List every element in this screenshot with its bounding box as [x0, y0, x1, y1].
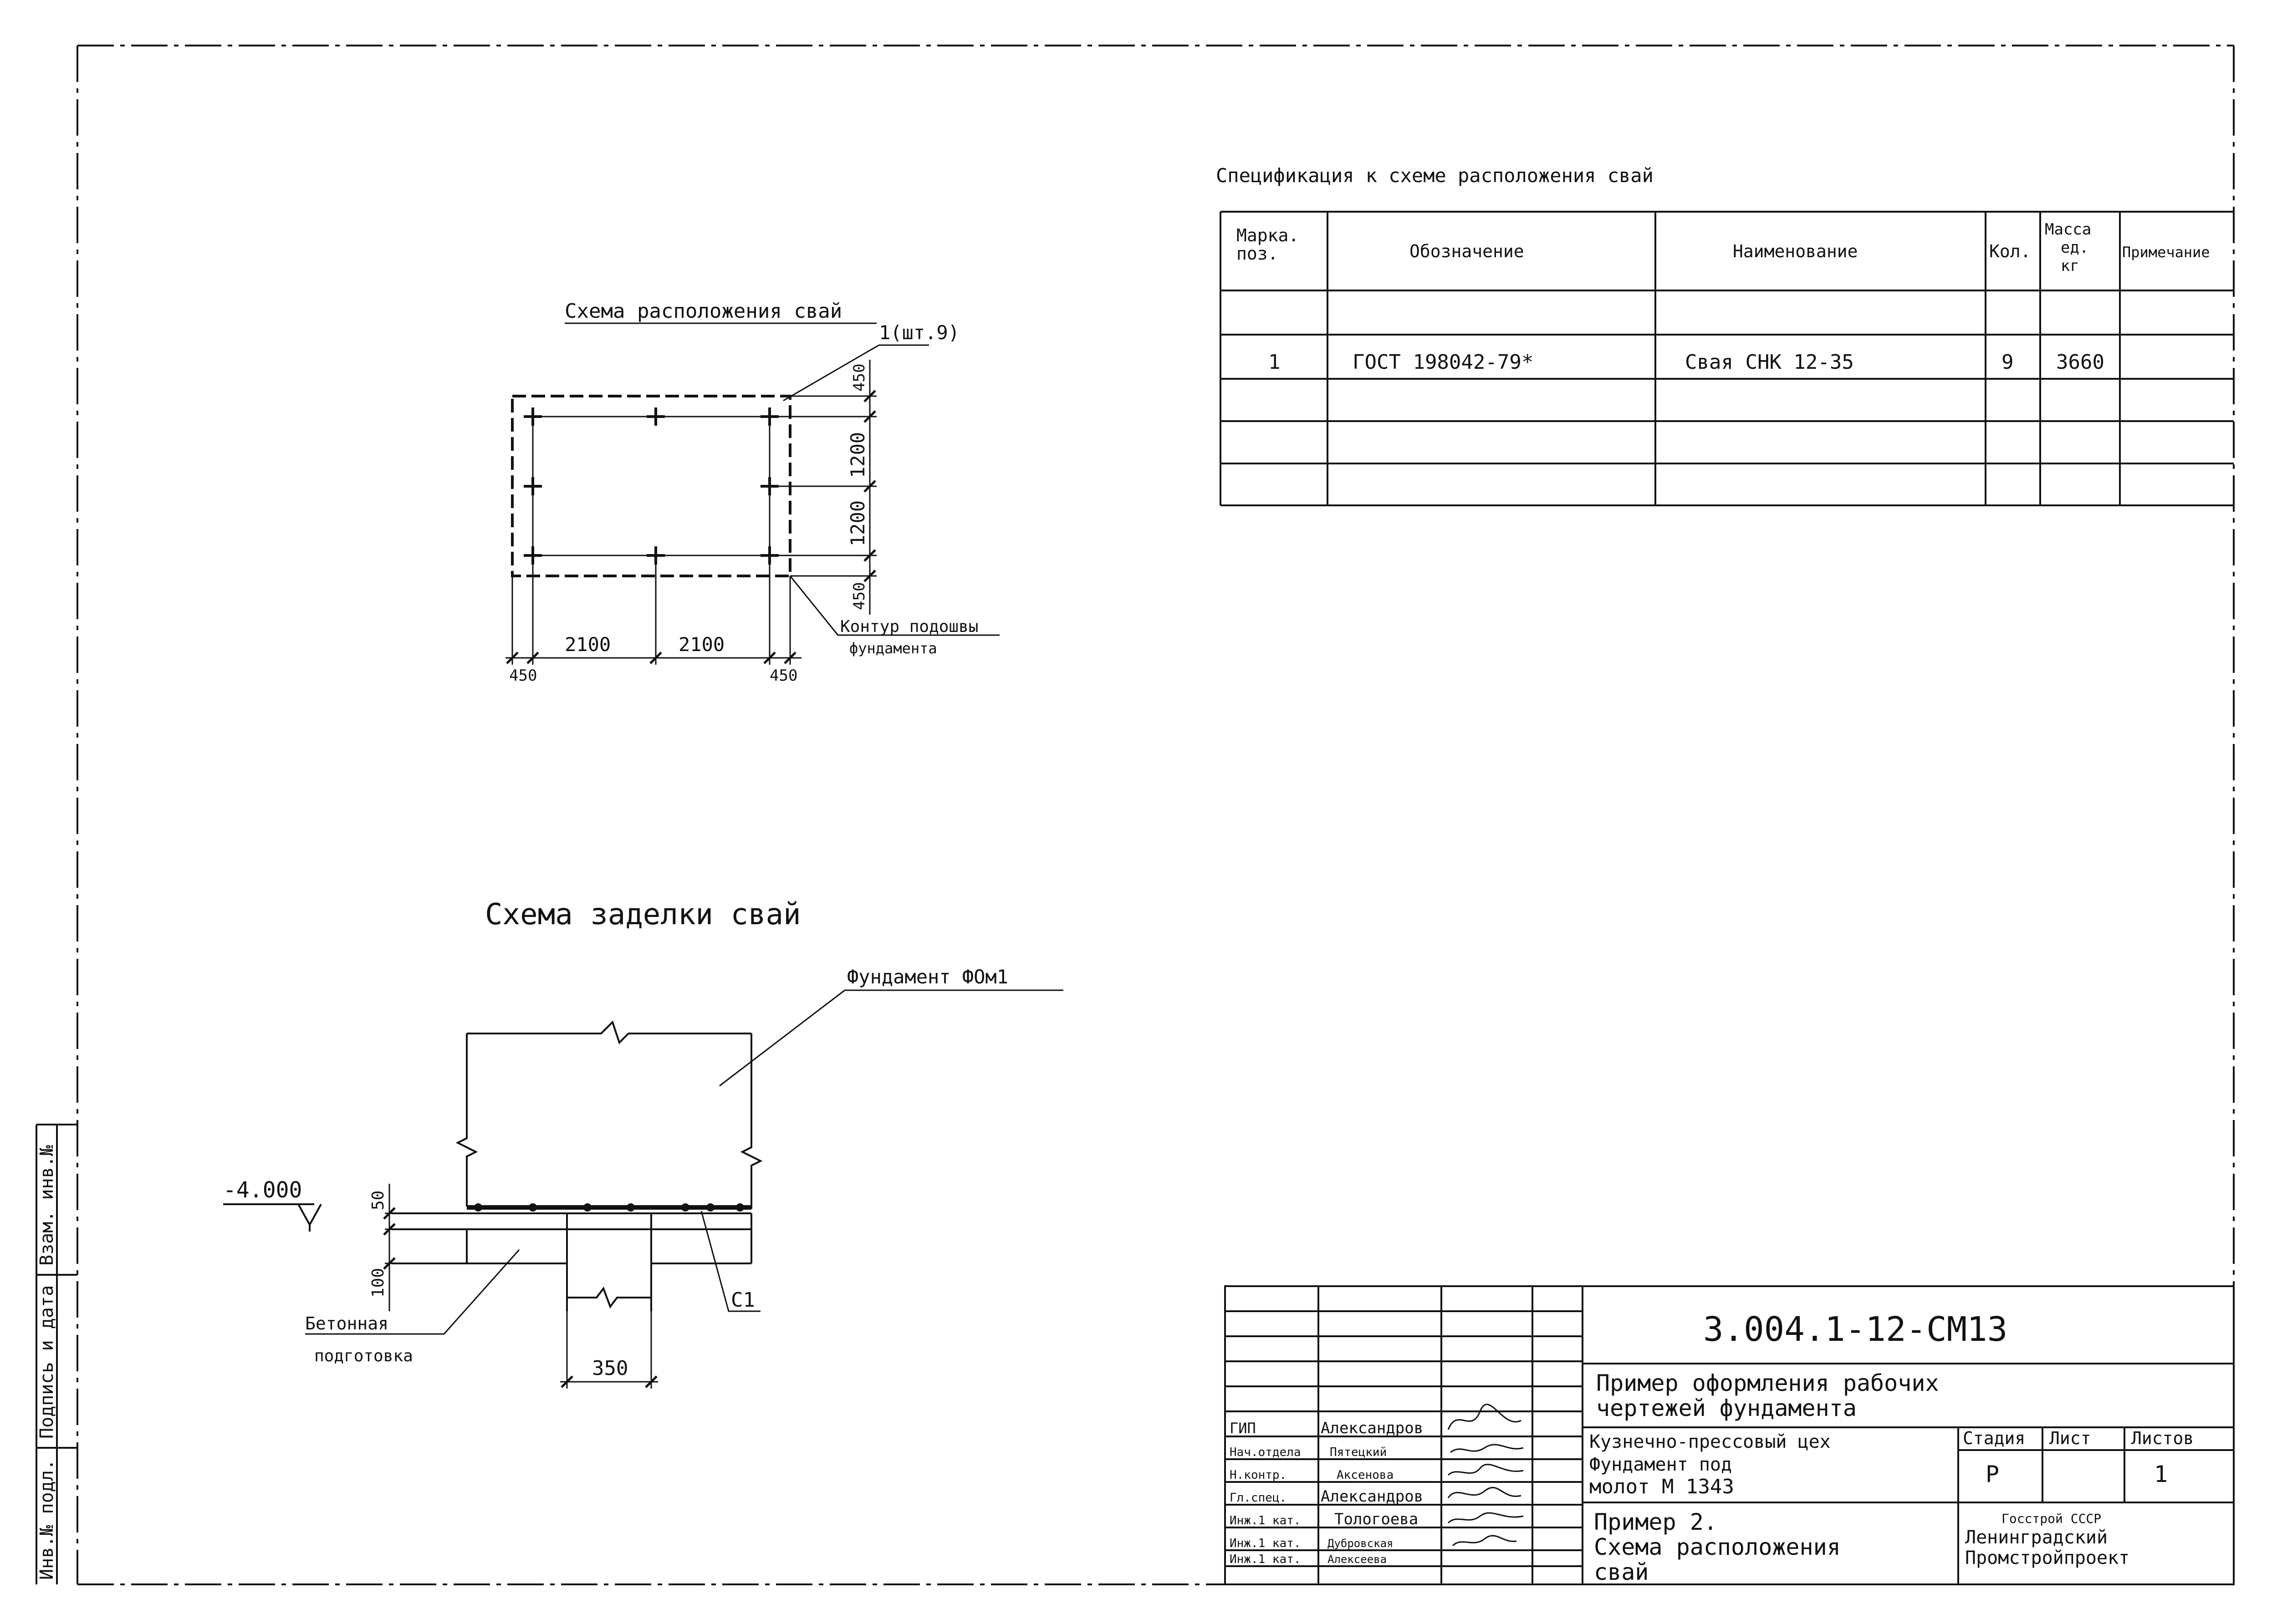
tb-stage-label: Стадия: [1963, 1428, 2025, 1448]
embed-title: Схема заделки свай: [485, 898, 801, 932]
tb-object-1: Кузнечно-прессовый цех: [1589, 1431, 1831, 1452]
tb-role-5: Инж.1 кат.: [1230, 1537, 1301, 1550]
dim-right-450-top: 450: [850, 364, 868, 392]
tb-people: ГИП Александров Нач.отдела Пятецкий Н.ко…: [1230, 1419, 1423, 1566]
tb-sheet-1: Пример 2.: [1594, 1509, 1717, 1535]
tb-name-3: Александров: [1321, 1487, 1423, 1506]
tb-org-3: Промстройпроект: [1965, 1548, 2129, 1568]
spec-title: Спецификация к схеме расположения свай: [1216, 164, 1654, 187]
spec-header-qty: Кол.: [1989, 241, 2031, 261]
tb-name-5: Дубровская: [1327, 1537, 1394, 1550]
tb-project-1: Пример оформления рабочих: [1596, 1370, 1939, 1396]
dim-50: 50: [369, 1191, 388, 1210]
tb-role-1: Нач.отдела: [1230, 1446, 1301, 1459]
tb-role-6: Инж.1 кат.: [1230, 1553, 1301, 1566]
side-stamp: Инв.№ подл. Подпись и дата Взам. инв.№: [36, 1124, 77, 1584]
tb-role-3: Гл.спец.: [1230, 1491, 1287, 1505]
spec-header-designation: Обозначение: [1409, 241, 1524, 261]
spec-row-1-mass: 3660: [2056, 351, 2104, 374]
spec-header-mark-1: Марка.: [1236, 225, 1299, 245]
concrete-label-2: подготовка: [314, 1347, 413, 1365]
foundation-label: Фундамент ФОм1: [847, 966, 1008, 988]
contour-label-1: Контур подошвы: [840, 617, 978, 636]
tb-org-2: Ленинградский: [1965, 1527, 2108, 1548]
concrete-label-1: Бетонная: [305, 1313, 388, 1334]
spec-header-mark-2: поз.: [1236, 244, 1278, 264]
tb-project-2: чертежей фундамента: [1596, 1395, 1857, 1421]
spec-row-1-designation: ГОСТ 198042-79*: [1353, 351, 1533, 374]
tb-sheet-3: свай: [1594, 1559, 1649, 1585]
pile-markers: [524, 407, 779, 565]
tb-name-4: Тологоева: [1334, 1510, 1418, 1528]
pile-mark-label: 1(шт.9): [879, 321, 960, 344]
dim-bottom-450-right: 450: [770, 667, 797, 685]
dim-350: 350: [592, 1357, 628, 1380]
tb-name-1: Пятецкий: [1330, 1446, 1387, 1459]
spec-header-note: Примечание: [2122, 244, 2210, 261]
tb-name-2: Аксенова: [1337, 1468, 1394, 1482]
pile-embedment-detail: Схема заделки свай 350 50 100 -4.000 Фун…: [223, 898, 1063, 1389]
spec-header-mass-2: ед.: [2061, 239, 2088, 257]
pile-layout-title: Схема расположения свай: [565, 300, 842, 323]
spec-header-name: Наименование: [1733, 241, 1858, 261]
side-stamp-col3: Взам. инв.№: [36, 1145, 57, 1266]
pile-layout-plan: Схема расположения свай 1(шт.9) 450 2100…: [505, 300, 1000, 685]
c1-label: С1: [731, 1288, 755, 1312]
rebar-dots: [474, 1203, 744, 1212]
tb-object-3: молот М 1343: [1589, 1475, 1734, 1498]
tb-role-4: Инж.1 кат.: [1230, 1514, 1301, 1527]
dim-bottom-450-left: 450: [509, 667, 537, 685]
tb-role-0: ГИП: [1230, 1420, 1256, 1437]
spec-row-1-name: Свая СНК 12-35: [1685, 351, 1854, 374]
tb-name-0: Александров: [1321, 1419, 1423, 1437]
contour-label-2: фундамента: [849, 640, 937, 657]
side-stamp-col1: Инв.№ подл.: [36, 1459, 57, 1580]
elevation-label: -4.000: [223, 1177, 302, 1203]
specification-table: Спецификация к схеме расположения свай М…: [1216, 164, 2234, 506]
dim-100: 100: [369, 1268, 388, 1298]
spec-row-1-mark: 1: [1268, 351, 1281, 374]
dim-bottom-2100-1: 2100: [565, 633, 611, 656]
tb-sheets: 1: [2154, 1461, 2168, 1487]
tb-stage: Р: [1986, 1461, 1999, 1487]
title-block: 3.004.1-12-СМ13 Пример оформления рабочи…: [1224, 1285, 2235, 1585]
tb-name-6: Алексеева: [1327, 1553, 1387, 1566]
foundation-contour: [511, 395, 791, 577]
dim-right-1200-2: 1200: [847, 500, 869, 546]
tb-object-2: Фундамент под: [1589, 1454, 1732, 1475]
dim-bottom-2100-2: 2100: [679, 633, 725, 656]
side-stamp-col2: Подпись и дата: [36, 1285, 57, 1439]
dim-right-1200-1: 1200: [847, 432, 869, 478]
spec-row-1: 1 ГОСТ 198042-79* Свая СНК 12-35 9 3660: [1268, 351, 2104, 374]
dim-right-450-bottom: 450: [850, 582, 868, 610]
spec-row-1-qty: 9: [2001, 351, 2014, 374]
tb-sheets-label: Листов: [2131, 1428, 2194, 1448]
signatures: [1447, 1404, 1524, 1547]
tb-org-1: Госстрой СССР: [2001, 1511, 2101, 1526]
spec-header-mass-3: кг: [2061, 257, 2079, 275]
tb-role-2: Н.контр.: [1230, 1468, 1287, 1482]
tb-code: 3.004.1-12-СМ13: [1703, 1310, 2007, 1349]
spec-header-mass-1: Масса: [2045, 220, 2091, 239]
tb-sheet-2: Схема расположения: [1594, 1534, 1841, 1560]
tb-sheet-label: Лист: [2049, 1428, 2091, 1448]
